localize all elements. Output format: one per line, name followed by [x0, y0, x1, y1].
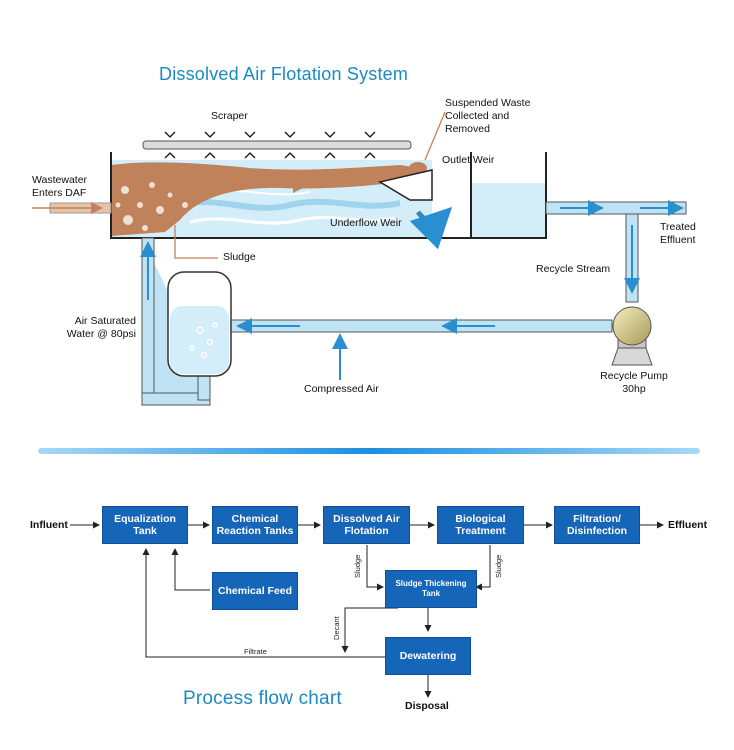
- saturator-water: [170, 306, 229, 374]
- label-sludge: Sludge: [223, 251, 256, 263]
- box-chemical-reaction-tanks: Chemical Reaction Tanks: [212, 506, 298, 544]
- box-equalization-line1: Equalization: [114, 513, 176, 525]
- box-filt-line1: Filtration/: [573, 513, 621, 525]
- sludge-layer: [111, 162, 420, 236]
- label-wastewater-line2: Enters DAF: [32, 187, 87, 199]
- edge-daf-thick: [366, 545, 384, 591]
- label-air-saturated: Air Saturated Water @ 80psi: [52, 315, 136, 341]
- label-underflow-weir: Underflow Weir: [330, 217, 402, 229]
- diagram-title: Dissolved Air Flotation System: [159, 64, 409, 84]
- tank-wall: [110, 152, 547, 239]
- label-scraper: Scraper: [211, 110, 248, 122]
- box-biological-treatment: Biological Treatment: [437, 506, 524, 544]
- outlet-chamber-water: [471, 183, 546, 237]
- label-recycle-pump: Recycle Pump 30hp: [593, 370, 675, 396]
- label-disposal: Disposal: [405, 700, 449, 712]
- edge-label-filtrate: Filtrate: [244, 647, 267, 656]
- edge-decant: [341, 607, 398, 653]
- box-dewatering: Dewatering: [385, 637, 471, 675]
- label-air-saturated-line1: Air Saturated: [74, 315, 136, 327]
- label-air-saturated-line2: Water @ 80psi: [66, 328, 136, 340]
- edge-bio-thick: [475, 545, 491, 591]
- box-daf-line1: Dissolved Air: [333, 513, 400, 525]
- box-sludge-thickening-tank: Sludge Thickening Tank: [385, 570, 477, 608]
- sludge-leader: [174, 225, 218, 259]
- wave-2: [189, 215, 396, 225]
- pump-body: [612, 306, 652, 346]
- edge-filtrate: [142, 548, 385, 658]
- pump-stand: [611, 347, 653, 366]
- edge-feed-eq: [171, 548, 210, 591]
- effluent-pipe: [545, 201, 687, 215]
- label-effluent: Effluent: [668, 519, 708, 531]
- box-thick-line1: Sludge Thickening: [395, 579, 467, 588]
- label-treated-line2: Effluent: [660, 234, 696, 246]
- box-equalization-tank: Equalization Tank: [102, 506, 188, 544]
- label-recycle-pump-line1: Recycle Pump: [600, 370, 668, 382]
- label-suspended-waste-line1: Suspended Waste: [445, 97, 531, 109]
- box-daf-line2: Flotation: [344, 525, 389, 537]
- label-suspended-waste-line2: Collected and: [445, 110, 510, 122]
- scraper-bar: [142, 140, 412, 150]
- wave-1: [179, 198, 401, 211]
- label-wastewater-line1: Wastewater: [32, 174, 88, 186]
- label-influent: Influent: [30, 519, 68, 531]
- label-wastewater: Wastewater Enters DAF: [32, 174, 87, 200]
- waste-leader: [424, 111, 446, 161]
- box-chem-line1: Chemical: [231, 513, 279, 525]
- box-thick-line2: Tank: [421, 589, 441, 598]
- scraper-blades: [164, 131, 376, 159]
- underflow-arrow: [409, 206, 453, 250]
- edge-label-decant: Decant: [332, 616, 341, 640]
- label-recycle-pump-line2: 30hp: [622, 383, 646, 395]
- label-suspended-waste-line3: Removed: [445, 123, 490, 135]
- section-divider: [38, 448, 700, 454]
- box-filt-line2: Disinfection: [566, 525, 628, 537]
- label-compressed-air: Compressed Air: [304, 383, 379, 395]
- saturator-bubbles: [189, 322, 218, 359]
- box-equalization-line2: Tank: [133, 525, 157, 537]
- sludge-bubbles: [115, 182, 188, 231]
- label-outlet-weir: Outlet Weir: [442, 154, 495, 166]
- box-filtration-disinfection: Filtration/ Disinfection: [554, 506, 640, 544]
- edge-label-sludge-right: Sludge: [494, 554, 503, 578]
- box-bio-line1: Biological: [455, 513, 506, 525]
- box-chem-line2: Reaction Tanks: [216, 525, 294, 537]
- box-bio-line2: Treatment: [455, 525, 506, 537]
- label-treated-line1: Treated: [660, 221, 696, 233]
- label-suspended-waste: Suspended Waste Collected and Removed: [445, 97, 530, 136]
- box-chemical-feed: Chemical Feed: [212, 572, 298, 610]
- flowchart-caption: Process flow chart: [183, 688, 342, 709]
- box-dissolved-air-flotation: Dissolved Air Flotation: [323, 506, 410, 544]
- collection-hopper: [378, 169, 433, 201]
- edge-label-sludge-left: Sludge: [353, 554, 362, 578]
- label-recycle-stream: Recycle Stream: [536, 263, 611, 275]
- label-treated-effluent: Treated Effluent: [660, 221, 696, 247]
